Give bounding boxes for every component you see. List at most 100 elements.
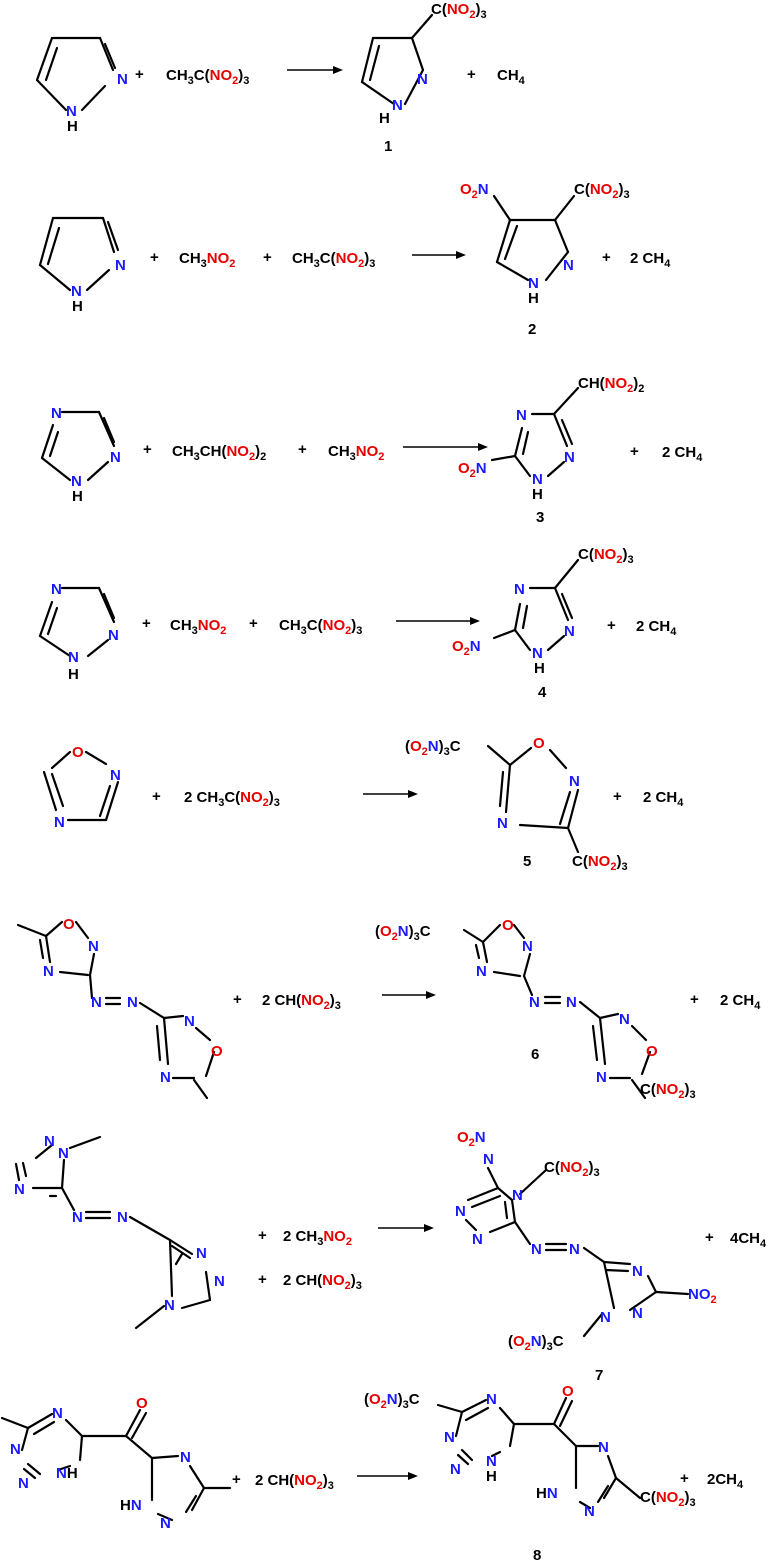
reagent-trinitroethane: CH3C(NO2)3: [166, 67, 249, 87]
compound-label-2: 2: [528, 321, 536, 338]
plus-sign: +: [705, 1229, 714, 1246]
plus-sign: +: [680, 1470, 689, 1487]
atom-h: H: [528, 290, 539, 307]
plus-sign: +: [152, 788, 161, 805]
azo-bis-oxadiazole-reactant: O N N N N N O N: [16, 916, 223, 1100]
atom-n: N: [564, 449, 575, 466]
product-4-structure: N N N H C(NO2)3 O2N: [452, 546, 634, 677]
nitro-group: O2N: [460, 181, 489, 201]
bis-triazolyl-ketone-reactant: N N N NH O N HN N: [0, 1395, 232, 1532]
atom-n: N: [483, 1151, 494, 1168]
atom-n: N: [598, 1439, 609, 1456]
reagent-trinitroethane: CH3C(NO2)3: [292, 250, 375, 270]
atom-n: N: [417, 71, 428, 88]
trinitromethyl-group: (O2N)3C: [364, 1391, 420, 1411]
reaction-6: O N N N N N O N + 2 CH(NO2)3 O N N N N N: [16, 916, 761, 1101]
arrow-head: [408, 1472, 418, 1480]
plus-sign: +: [150, 249, 159, 266]
atom-n: N: [531, 1241, 542, 1258]
plus-sign: +: [258, 1227, 267, 1244]
atom-hn: HN: [536, 1485, 558, 1502]
reagent-nitroform: 2 CH(NO2)3: [262, 992, 341, 1012]
atom-n: N: [455, 1203, 466, 1220]
atom-n: N: [532, 471, 543, 488]
plus-sign: +: [298, 441, 307, 458]
atom-n: N: [72, 1209, 83, 1226]
atom-n: N: [566, 994, 577, 1011]
atom-n: N: [584, 1503, 595, 1520]
reagent-nitroform: 2 CH(NO2)3: [255, 1472, 334, 1492]
atom-n: N: [563, 257, 574, 274]
trinitromethyl-group: (O2N)3C: [405, 738, 461, 758]
plus-sign: +: [142, 615, 151, 632]
atom-n: N: [569, 773, 580, 790]
atom-n: N: [528, 275, 539, 292]
plus-sign: +: [232, 1471, 241, 1488]
byproduct-methane: 2 CH4: [636, 618, 677, 638]
plus-sign: +: [258, 1271, 267, 1288]
atom-n: N: [180, 1449, 191, 1466]
reaction-8: N N N NH O N HN N + 2 CH(NO2)3 N N N N: [0, 1383, 744, 1563]
plus-sign: +: [602, 249, 611, 266]
arrow-head: [426, 991, 436, 999]
byproduct-methane: 2 CH4: [643, 789, 684, 809]
atom-h: H: [72, 488, 83, 505]
atom-n: N: [512, 1187, 523, 1204]
atom-n: N: [117, 71, 128, 88]
atom-n: N: [52, 1405, 63, 1422]
atom-n: N: [66, 103, 77, 120]
atom-n: N: [160, 1069, 171, 1086]
atom-n: N: [68, 649, 79, 666]
atom-n: N: [51, 405, 62, 422]
trinitromethyl-group: (O2N)3C: [375, 923, 431, 943]
atom-n: N: [196, 1245, 207, 1262]
atom-n: N: [51, 581, 62, 598]
atom-o: O: [502, 917, 514, 934]
product-1-structure: N N H C(NO2)3: [360, 1, 487, 127]
arrow-head: [424, 1224, 434, 1232]
nitro-group: O2N: [452, 638, 481, 658]
atom-n: N: [117, 1209, 128, 1226]
atom-h: H: [486, 1468, 497, 1485]
product-7-structure: N N N N N N N N N O2N C(NO2)3 NO2 (O2N)3…: [455, 1129, 717, 1353]
plus-sign: +: [690, 991, 699, 1008]
atom-n: N: [184, 1013, 195, 1030]
reagent-nitromethane-x2: 2 CH3NO2: [283, 1228, 352, 1248]
atom-n: N: [214, 1273, 225, 1290]
oxadiazole-reactant: O N N: [42, 744, 121, 831]
dinitromethyl-group: CH(NO2)2: [578, 375, 644, 395]
atom-n: N: [600, 1309, 611, 1326]
atom-h: H: [67, 118, 78, 135]
reagent-trinitroethane-x2: 2 CH3C(NO2)3: [184, 789, 280, 809]
atom-n: N: [476, 963, 487, 980]
atom-n: N: [14, 1181, 25, 1198]
reagent-dinitroethane: CH3CH(NO2)2: [172, 443, 266, 463]
product-2-structure: N N H O2N C(NO2)3: [460, 181, 630, 307]
reaction-7: N N N N N N N N + 2 CH3NO2 + 2 CH(NO2)3 …: [14, 1129, 767, 1384]
atom-n: N: [10, 1441, 21, 1458]
azo-bis-triazole-reactant: N N N N N N N N: [14, 1133, 225, 1330]
pyrazole-reactant: N N H: [38, 216, 126, 315]
reagent-nitromethane: CH3NO2: [179, 250, 235, 270]
atom-n: N: [522, 938, 533, 955]
arrow-head: [333, 66, 343, 74]
compound-label-5: 5: [523, 853, 531, 870]
atom-n: N: [44, 1133, 55, 1150]
atom-o: O: [72, 744, 84, 761]
plus-sign: +: [607, 617, 616, 634]
product-3-structure: N N N H CH(NO2)2 O2N: [458, 375, 644, 503]
atom-n: N: [632, 1305, 643, 1322]
trinitromethyl-group: C(NO2)3: [640, 1081, 696, 1101]
reagent-nitromethane: CH3NO2: [170, 617, 226, 637]
nitro-group: O2N: [458, 460, 487, 480]
reaction-3: N N N H + CH3CH(NO2)2 + CH3NO2 N N N H C…: [40, 375, 703, 526]
compound-label-1: 1: [384, 138, 392, 155]
atom-n: N: [127, 994, 138, 1011]
arrow-head: [470, 617, 480, 625]
trinitromethyl-group: (O2N)3C: [508, 1333, 564, 1353]
reaction-1: N N H + CH3C(NO2)3 N N H C(NO2)3 + CH4 1: [35, 1, 526, 155]
reagent-trinitroethane: CH3C(NO2)3: [279, 617, 362, 637]
atom-n: N: [110, 449, 121, 466]
triazole-reactant: N N N H: [40, 405, 121, 505]
byproduct-methane: 2 CH4: [662, 444, 703, 464]
